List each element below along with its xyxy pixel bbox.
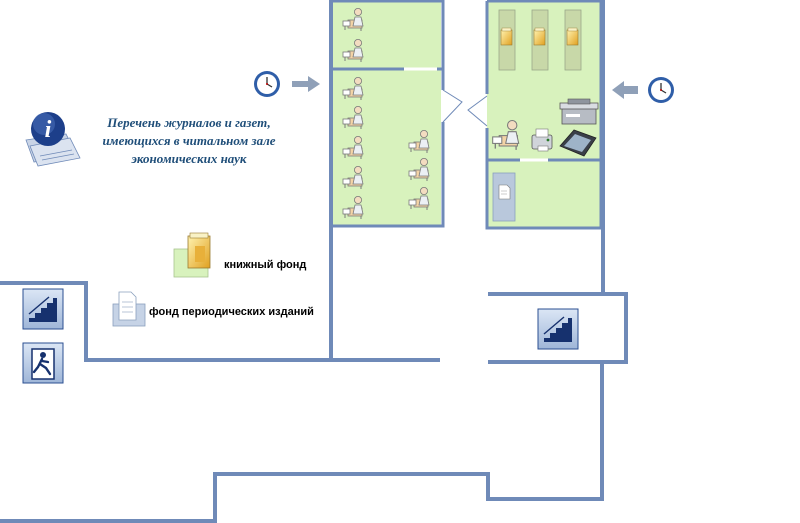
clock-icon: [253, 70, 281, 98]
stairs-icon: [22, 288, 64, 330]
arrow-left-icon: [612, 81, 638, 99]
photocopier-icon: [559, 98, 599, 125]
legend-book-fund-label: книжный фонд: [224, 259, 307, 271]
book-shelf-icon: [564, 9, 582, 71]
legend-periodicals-label: фонд периодических изданий: [149, 306, 314, 318]
svg-text:i: i: [45, 117, 52, 143]
reading-room-hall: [333, 0, 463, 228]
periodicals-list-link[interactable]: Перечень журналов и газет, имеющихся в ч…: [94, 114, 284, 168]
emergency-exit-icon: [22, 342, 64, 384]
book-shelf-icon: [531, 9, 549, 71]
info-line-1: Перечень журналов и газет,: [107, 115, 271, 130]
arrow-right-icon: [292, 76, 320, 92]
stairs-icon: [537, 308, 579, 350]
building-walls: [0, 0, 628, 523]
clock-icon: [647, 76, 675, 104]
door: [467, 95, 488, 127]
info-line-3: экономических наук: [131, 151, 247, 166]
periodicals-icon: [492, 172, 516, 222]
info-line-2: имеющихся в читальном зале: [102, 133, 276, 148]
door: [442, 89, 463, 123]
scanner-icon: [559, 129, 597, 157]
printer-icon: [531, 128, 553, 152]
book-fund-legend-icon: [173, 232, 211, 278]
periodicals-legend-icon: [112, 291, 146, 327]
book-shelf-icon: [498, 9, 516, 71]
information-icon[interactable]: i: [25, 112, 81, 167]
